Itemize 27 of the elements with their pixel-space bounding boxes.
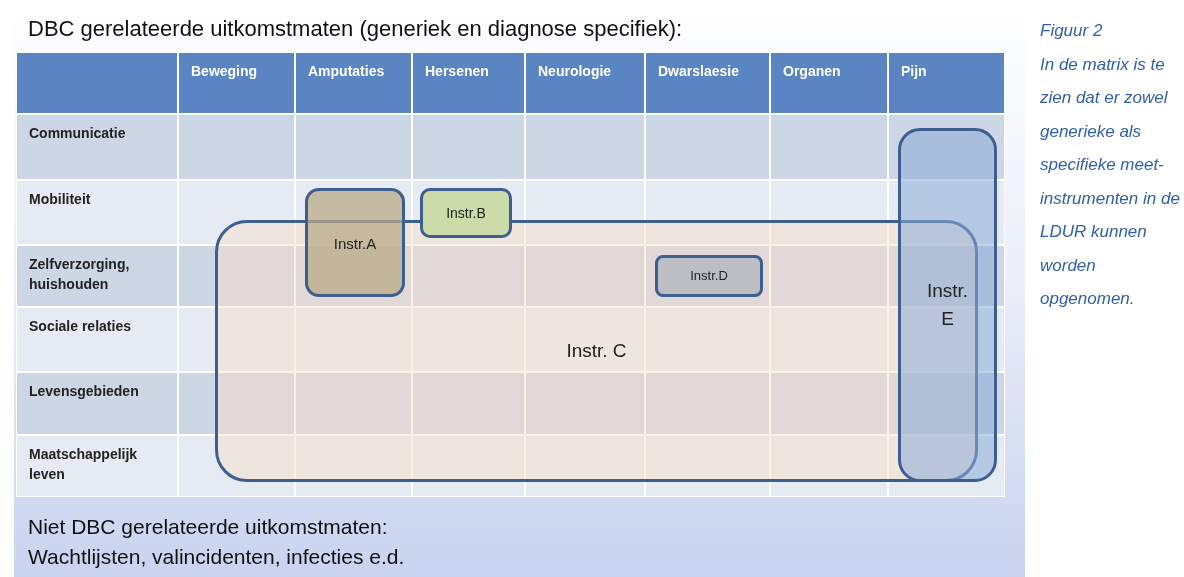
instrument-box [655, 255, 763, 297]
note-text: Niet DBC gerelateerde uitkomstmaten: [28, 514, 389, 540]
column-header: Beweging [178, 52, 295, 114]
instrument-label: Instr. E [925, 278, 970, 331]
figure-caption: In de matrix is te zien dat er zowel generieke als specifieke meet-instrumenten in de LDUR kunnen worden opgenomen. [1040, 53, 1180, 310]
instrument-label: Instr.A [333, 234, 377, 254]
instrument-label: Instr. C [566, 338, 627, 363]
column-header: Organen [770, 52, 888, 114]
instrument-box [898, 128, 997, 482]
row-header: Levensgebieden [16, 372, 178, 435]
row-header: Communicatie [16, 114, 178, 180]
column-header: Dwarslaesie [645, 52, 770, 114]
column-header: Amputaties [295, 52, 412, 114]
column-header: Neurologie [525, 52, 645, 114]
instrument-label: Instr.B [446, 203, 486, 223]
instrument-box [420, 188, 512, 238]
column-header: Pijn [888, 52, 1005, 114]
row-header: Mobiliteit [16, 180, 178, 245]
row-header: Zelfverzorging, huishouden [16, 245, 178, 307]
column-header: Hersenen [412, 52, 525, 114]
figure-number: Figuur 2 [1040, 20, 1104, 42]
row-header: Sociale relaties [16, 307, 178, 372]
note-text: Wachtlijsten, valincidenten, infecties e.d. [28, 544, 405, 570]
instrument-label: Instr.D [690, 267, 728, 286]
instrument-box [305, 188, 405, 297]
row-header: Maatschappelijk leven [16, 435, 178, 497]
slide-title: DBC gerelateerde uitkomstmaten (generiek en diagnose specifiek): [28, 15, 683, 43]
